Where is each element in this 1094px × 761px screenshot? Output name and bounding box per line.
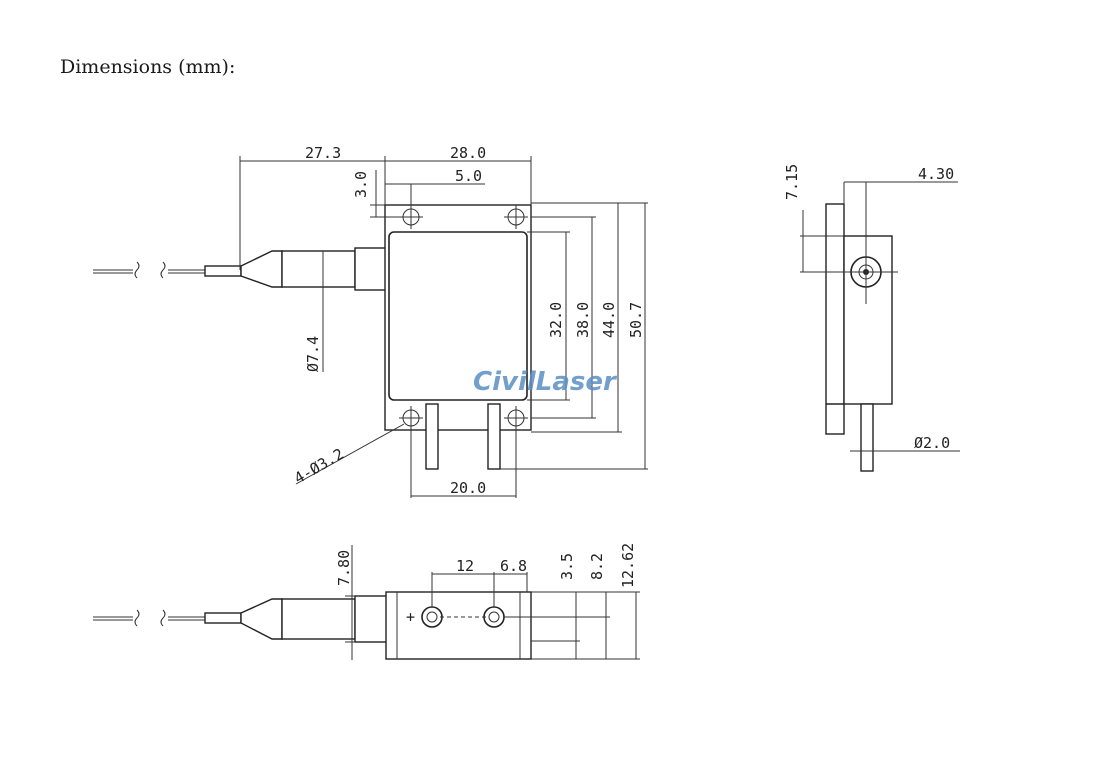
dim-hole-offset: 3.0: [352, 171, 370, 198]
dim-height-44: 44.0: [600, 302, 618, 338]
side-view: 7.15 4.30 Ø2.0: [783, 164, 960, 472]
top-dimension-lines: [239, 156, 648, 498]
dim-body-width: 28.0: [450, 144, 486, 162]
dim-sleeve-diameter: Ø7.4: [304, 336, 322, 372]
top-view: 27.3 28.0 5.0 3.0 Ø7.4 32.0 38.0 44.0 50…: [93, 144, 648, 498]
dim-side-top-offset: 7.15: [783, 164, 801, 200]
dim-height-32: 32.0: [547, 302, 565, 338]
dim-height-507: 50.7: [627, 302, 645, 338]
watermark-logo: CivilLaser: [473, 367, 618, 397]
dim-hole-diameter: 4-Ø3.2: [291, 445, 347, 488]
dim-pitch-68: 6.8: [500, 557, 527, 575]
plus-terminal-mark: +: [406, 608, 415, 626]
dim-pin-diameter: Ø2.0: [914, 434, 950, 452]
dim-height-82: 8.2: [588, 553, 606, 580]
front-view: + 7.80 12 6.8 3.5 8.2 12.62: [93, 543, 640, 660]
dim-hole-spacing: 5.0: [455, 167, 482, 185]
laser-body: [384, 204, 532, 470]
dim-height-1262: 12.62: [619, 543, 637, 588]
fiber-sleeve: [240, 247, 388, 291]
dim-side-width: 4.30: [918, 165, 954, 183]
dim-height-35: 3.5: [558, 553, 576, 580]
dim-height-38: 38.0: [574, 302, 592, 338]
fiber-lead: [93, 261, 242, 279]
dim-sleeve-height: 7.80: [335, 550, 353, 586]
dim-pin-spacing: 20.0: [450, 479, 486, 497]
page-title: Dimensions (mm):: [60, 56, 236, 78]
dim-pitch-12: 12: [456, 557, 474, 575]
dim-fiber-to-body: 27.3: [305, 144, 341, 162]
